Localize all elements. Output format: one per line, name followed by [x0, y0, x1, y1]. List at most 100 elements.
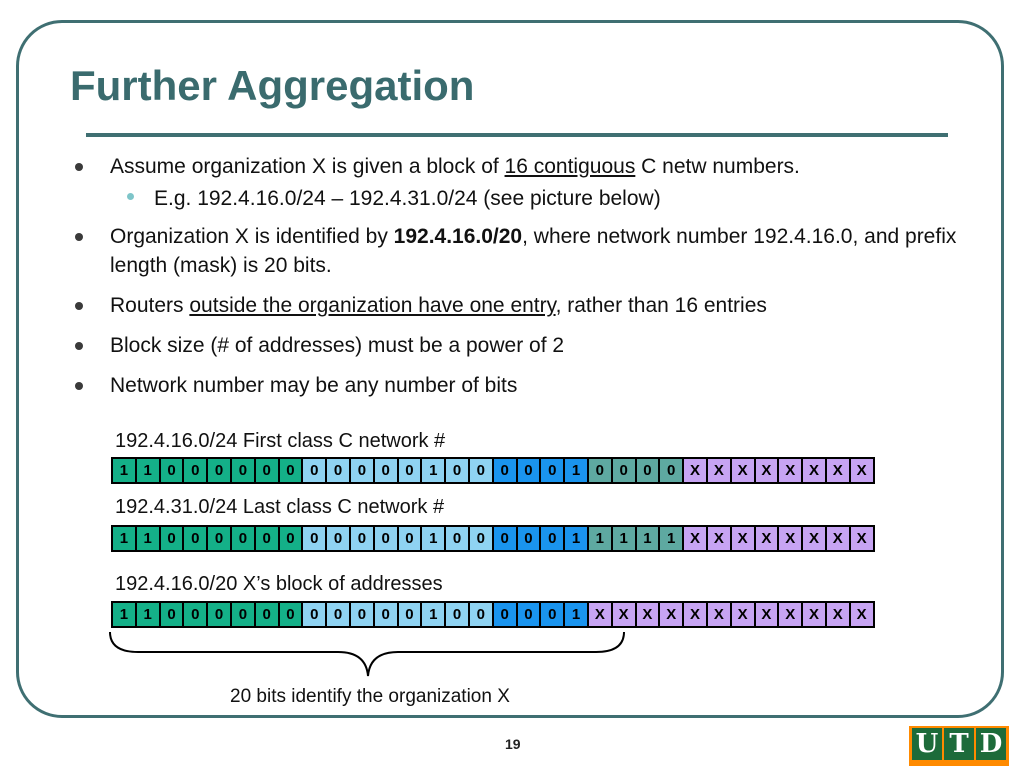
bit-cell: 0	[184, 603, 209, 628]
bullet-list: Assume organization X is given a block o…	[72, 152, 972, 411]
bit-cell: X	[803, 527, 827, 552]
bit-cell: X	[850, 459, 875, 484]
bit-cell: X	[779, 603, 804, 628]
bit-cell: X	[850, 527, 875, 552]
bit-cell: 0	[160, 459, 185, 484]
bit-cell: 0	[350, 459, 375, 484]
bit-cell: X	[707, 459, 732, 484]
bullet-dot-icon	[75, 382, 83, 390]
bit-cell: X	[803, 603, 827, 628]
bit-cell: X	[779, 527, 804, 552]
bit-cell: 0	[327, 603, 351, 628]
bit-cell: 0	[231, 459, 256, 484]
title-rule	[86, 133, 948, 137]
bullet-dot-icon	[75, 163, 83, 171]
bit-cell: 1	[422, 459, 447, 484]
slide-frame	[16, 20, 1004, 718]
bit-cell: 0	[469, 527, 494, 552]
bit-cell: 0	[660, 459, 685, 484]
bit-cell: 0	[279, 527, 304, 552]
bit-cell: 0	[469, 603, 494, 628]
brace-caption: 20 bits identify the organization X	[230, 686, 510, 707]
row-2-label: 192.4.31.0/24 Last class C network #	[115, 496, 445, 518]
bit-cell: 0	[517, 459, 542, 484]
bit-cell: 0	[446, 459, 470, 484]
bit-cell: X	[826, 527, 851, 552]
bit-cell: 0	[541, 603, 566, 628]
bit-cell: 0	[327, 527, 351, 552]
bit-cell: X	[755, 527, 780, 552]
bit-cell: X	[803, 459, 827, 484]
page-number: 19	[505, 736, 521, 752]
bit-cell: 0	[350, 527, 375, 552]
bit-cell: 0	[446, 527, 470, 552]
bullet-1-text-underlined: 16 contiguous	[504, 155, 636, 178]
bit-cell: 0	[208, 527, 232, 552]
bit-cell: 0	[208, 459, 232, 484]
bit-cell: 1	[136, 527, 161, 552]
bullet-2-text-pre: Organization X is identified by	[110, 225, 394, 248]
bit-cell: 0	[374, 603, 399, 628]
bit-cell: X	[826, 459, 851, 484]
bit-cell: X	[731, 527, 756, 552]
bullet-2-text-bold: 192.4.16.0/20	[393, 225, 523, 248]
bit-cell: X	[755, 459, 780, 484]
bullet-5-text: Network number may be any number of bits	[110, 374, 518, 397]
bit-cell: 0	[184, 527, 209, 552]
bit-cell: 1	[113, 527, 137, 552]
bit-cell: X	[660, 603, 685, 628]
bullet-dot-icon	[75, 233, 83, 241]
bit-cell: 0	[398, 603, 423, 628]
bit-cell: 0	[184, 459, 209, 484]
bit-cell: 0	[303, 459, 328, 484]
bit-cell: 1	[636, 527, 661, 552]
bit-cell: 0	[255, 459, 280, 484]
sub-bullet-1-text: E.g. 192.4.16.0/24 – 192.4.31.0/24 (see …	[154, 187, 661, 210]
bullet-5: Network number may be any number of bits	[72, 371, 972, 400]
bit-cell: 0	[255, 527, 280, 552]
bit-cell: 1	[565, 459, 589, 484]
bullet-3-text-post: , rather than 16 entries	[555, 294, 767, 317]
bit-cell: 0	[327, 459, 351, 484]
bit-cell: 1	[113, 603, 137, 628]
bullet-3-text-pre: Routers	[110, 294, 190, 317]
logo-letter-u: U	[912, 728, 942, 760]
logo-letter-d: D	[976, 728, 1006, 760]
bit-cell: 0	[303, 527, 328, 552]
bit-cell: X	[684, 459, 708, 484]
bit-cell: 0	[469, 459, 494, 484]
bit-cell: 0	[398, 459, 423, 484]
bullet-1: Assume organization X is given a block o…	[72, 152, 972, 181]
logo-letter-t: T	[944, 728, 974, 760]
bit-cell: X	[826, 603, 851, 628]
bullet-4: Block size (# of addresses) must be a po…	[72, 331, 972, 360]
bit-cell: X	[731, 603, 756, 628]
curly-brace-icon	[109, 631, 625, 677]
bullet-3-text-underlined: outside the organization have one entry	[189, 294, 556, 317]
bit-cell: X	[707, 527, 732, 552]
bit-cell: X	[588, 603, 613, 628]
bit-cell: 1	[136, 459, 161, 484]
bit-cell: 1	[565, 527, 589, 552]
bit-cell: 0	[279, 603, 304, 628]
bit-cell: 1	[588, 527, 613, 552]
bit-cell: 0	[446, 603, 470, 628]
bit-cell: X	[850, 603, 875, 628]
utd-logo: U T D	[909, 726, 1009, 766]
bit-cell: 0	[517, 603, 542, 628]
bit-cell: 1	[422, 603, 447, 628]
bit-cell: X	[731, 459, 756, 484]
bit-cell: 0	[350, 603, 375, 628]
bit-cell: 0	[636, 459, 661, 484]
bullet-4-text: Block size (# of addresses) must be a po…	[110, 334, 565, 357]
sub-bullet-1: E.g. 192.4.16.0/24 – 192.4.31.0/24 (see …	[72, 184, 972, 213]
bit-cell: 0	[588, 459, 613, 484]
bit-cell: X	[755, 603, 780, 628]
bit-cell: 0	[303, 603, 328, 628]
bullet-3: Routers outside the organization have on…	[72, 291, 972, 320]
bullet-dot-icon	[75, 342, 83, 350]
bit-cell: 0	[208, 603, 232, 628]
bit-cell: 0	[493, 527, 518, 552]
